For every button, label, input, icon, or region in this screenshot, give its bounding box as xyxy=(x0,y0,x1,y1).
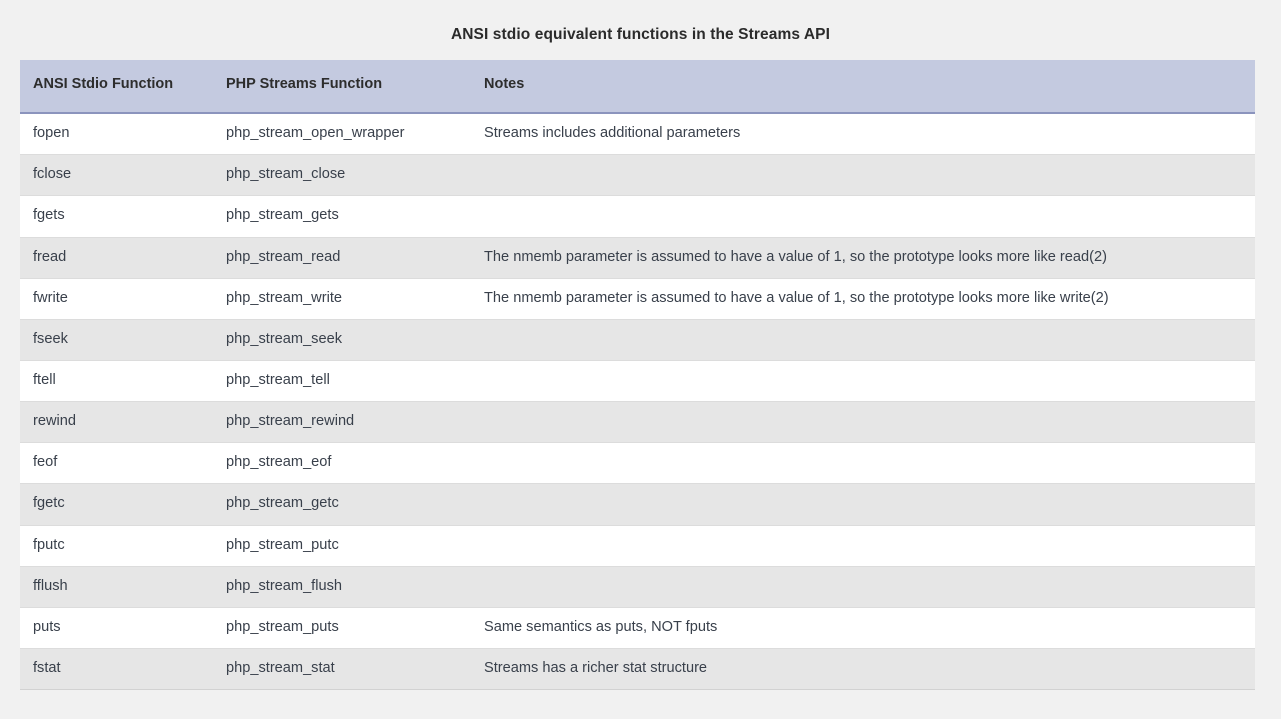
cell-notes: The nmemb parameter is assumed to have a… xyxy=(471,278,1255,320)
cell-ansi: fseek xyxy=(20,319,213,362)
cell-php: php_stream_tell xyxy=(213,360,471,403)
cell-ansi: fgetc xyxy=(20,483,213,526)
cell-notes: Streams includes additional parameters xyxy=(471,113,1255,156)
cell-ansi: ftell xyxy=(20,360,213,403)
cell-ansi: rewind xyxy=(20,401,213,444)
cell-notes xyxy=(471,566,1255,608)
cell-notes: Same semantics as puts, NOT fputs xyxy=(471,607,1255,650)
cell-php: php_stream_stat xyxy=(213,648,471,691)
cell-ansi: fopen xyxy=(20,113,213,156)
cell-notes: Streams has a richer stat structure xyxy=(471,648,1255,691)
cell-notes xyxy=(471,525,1255,567)
table-container: ANSI Stdio Function PHP Streams Function… xyxy=(20,59,1255,691)
cell-notes xyxy=(471,154,1255,197)
cell-ansi: puts xyxy=(20,607,213,650)
column-header-php-streams-function: PHP Streams Function xyxy=(213,59,471,115)
page-title: ANSI stdio equivalent functions in the S… xyxy=(450,26,831,43)
cell-php: php_stream_rewind xyxy=(213,401,471,444)
cell-notes xyxy=(471,442,1255,485)
cell-ansi: fflush xyxy=(20,566,213,608)
cell-php: php_stream_eof xyxy=(213,442,471,485)
cell-ansi: fgets xyxy=(20,195,213,238)
stdio-equivalents-table: ANSI Stdio Function PHP Streams Function… xyxy=(20,59,1255,691)
cell-ansi: fclose xyxy=(20,154,213,197)
cell-notes xyxy=(471,319,1255,362)
cell-php: php_stream_open_wrapper xyxy=(213,113,471,156)
cell-notes xyxy=(471,483,1255,526)
cell-ansi: fwrite xyxy=(20,278,213,320)
cell-php: php_stream_close xyxy=(213,154,471,197)
cell-ansi: fread xyxy=(20,237,213,279)
cell-php: php_stream_puts xyxy=(213,607,471,650)
column-header-notes: Notes xyxy=(471,59,1255,115)
column-header-ansi-stdio-function: ANSI Stdio Function xyxy=(20,59,213,115)
cell-ansi: fstat xyxy=(20,648,213,691)
cell-php: php_stream_read xyxy=(213,237,471,279)
cell-notes xyxy=(471,360,1255,403)
cell-php: php_stream_putc xyxy=(213,525,471,567)
cell-notes xyxy=(471,195,1255,238)
cell-ansi: fputc xyxy=(20,525,213,567)
cell-php: php_stream_seek xyxy=(213,319,471,362)
table-header: ANSI Stdio Function PHP Streams Function… xyxy=(20,59,1255,115)
cell-notes: The nmemb parameter is assumed to have a… xyxy=(471,237,1255,279)
cell-php: php_stream_gets xyxy=(213,195,471,238)
cell-php: php_stream_flush xyxy=(213,566,471,608)
cell-ansi: feof xyxy=(20,442,213,485)
cell-php: php_stream_getc xyxy=(213,483,471,526)
table-header-row: ANSI Stdio Function PHP Streams Function… xyxy=(20,59,1255,115)
cell-php: php_stream_write xyxy=(213,278,471,320)
cell-notes xyxy=(471,401,1255,444)
